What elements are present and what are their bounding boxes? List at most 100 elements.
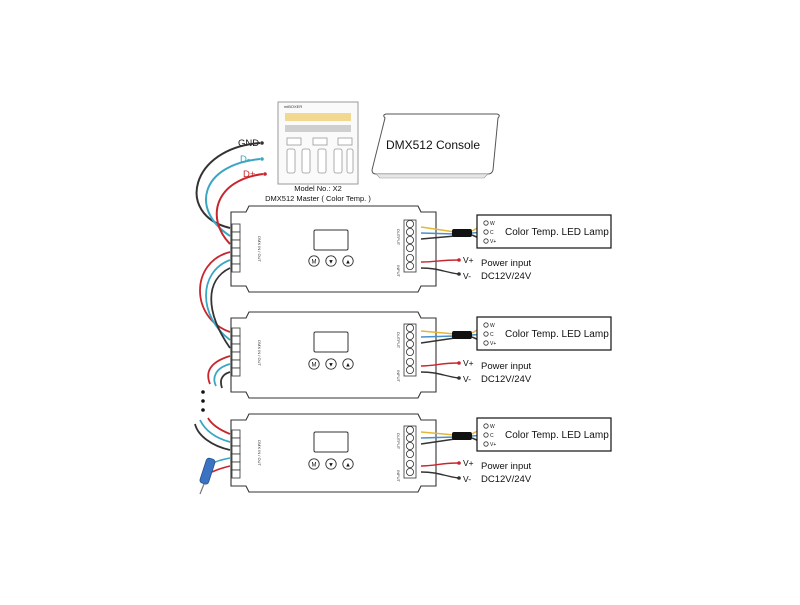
output-connector (452, 432, 472, 440)
vminus-label: V- (463, 374, 471, 384)
panel-color-strip (285, 113, 351, 121)
chain-wires-1-2 (199, 251, 231, 349)
left-terminals (231, 429, 241, 479)
controller-body (230, 413, 437, 493)
output-wires (420, 226, 456, 240)
svg-text:W: W (490, 221, 495, 227)
output-wires (420, 330, 456, 344)
svg-text:W: W (490, 424, 495, 430)
left-terminals (231, 327, 241, 377)
vplus-label: V+ (463, 255, 474, 265)
voltage-label: DC12V/24V (481, 374, 532, 385)
lcd-display (313, 431, 349, 453)
controller-body (230, 311, 437, 399)
power-input-3: V+ V- Power input DC12V/24V (457, 458, 532, 485)
led-lamp-2: W C V+ Color Temp. LED Lamp (476, 316, 612, 351)
svg-text:▲: ▲ (345, 260, 351, 266)
vplus-label: V+ (463, 458, 474, 468)
power-input-1: V+ V- Power input DC12V/24V (457, 255, 532, 282)
svg-text:M: M (312, 260, 317, 266)
svg-text:C: C (490, 433, 494, 439)
d-minus-terminal-dot (260, 157, 264, 161)
mode-button (308, 358, 320, 370)
resistor-body (199, 457, 216, 485)
svg-text:▲: ▲ (345, 463, 351, 469)
input-label: INPUT (396, 470, 401, 483)
dmx-input-wires (195, 142, 264, 245)
output-connector (452, 229, 472, 237)
panel-description: DMX512 Master ( Color Temp. ) (265, 194, 371, 203)
output-connector (452, 331, 472, 339)
dmx-console: DMX512 Console (371, 113, 500, 179)
d-plus-terminal-dot (263, 172, 267, 176)
led-lamp-1: W C V+ Color Temp. LED Lamp (476, 214, 612, 249)
svg-text:V+: V+ (490, 239, 496, 245)
vplus-wire (420, 462, 459, 467)
output-wires (420, 431, 456, 445)
power-label: Power input (481, 258, 532, 269)
svg-text:M: M (312, 463, 317, 469)
vplus-label: V+ (463, 358, 474, 368)
chain-wires-2-stub (207, 355, 231, 389)
lamp-box (476, 214, 612, 249)
input-label: INPUT (396, 265, 401, 278)
vminus-wire (420, 371, 459, 379)
power-input-2: V+ V- Power input DC12V/24V (457, 358, 532, 385)
controller-unit-1: DMX IN / OUT M ▼ ▲ OUTPUT INPUT (230, 205, 487, 293)
panel-brand: miBOXER (284, 104, 302, 109)
console-base (375, 173, 489, 179)
svg-text:V+: V+ (490, 442, 496, 448)
panel-buttons (286, 137, 354, 174)
lamp-label: Color Temp. LED Lamp (505, 227, 609, 238)
output-label: OUTPUT (396, 332, 401, 349)
lamp-label: Color Temp. LED Lamp (505, 329, 609, 340)
d-plus-label: D+ (243, 169, 256, 180)
controller-unit-2: DMX IN / OUT M ▼ ▲ OUTPUT INPUT (230, 311, 487, 399)
vminus-label: V- (463, 271, 471, 281)
svg-text:▼: ▼ (328, 463, 334, 469)
right-terminals (403, 219, 417, 273)
svg-text:W: W (490, 323, 495, 329)
lamp-label: Color Temp. LED Lamp (505, 430, 609, 441)
vplus-wire (420, 259, 459, 263)
lamp-box (476, 316, 612, 351)
console-label: DMX512 Console (386, 138, 480, 152)
console-body (371, 113, 500, 175)
led-lamp-3: W C V+ Color Temp. LED Lamp (476, 417, 612, 452)
output-label: OUTPUT (396, 229, 401, 246)
power-label: Power input (481, 461, 532, 472)
mode-button (308, 458, 320, 470)
svg-text:V+: V+ (490, 341, 496, 347)
svg-text:C: C (490, 230, 494, 236)
vminus-wire (420, 267, 459, 275)
lcd-display (313, 229, 349, 251)
controller-unit-3: DMX IN / OUT M ▼ ▲ OUTPUT INPUT (230, 413, 487, 493)
right-terminals (403, 323, 417, 377)
down-button (325, 255, 337, 267)
svg-text:▲: ▲ (345, 363, 351, 369)
up-button (342, 458, 354, 470)
down-button (325, 358, 337, 370)
svg-text:C: C (490, 332, 494, 338)
up-button (342, 358, 354, 370)
chain-wires-3-in (194, 417, 231, 451)
vminus-wire (420, 471, 459, 479)
svg-text:▼: ▼ (328, 363, 334, 369)
down-button (325, 458, 337, 470)
vplus-wire (420, 362, 459, 367)
dmx-port-label: DMX IN / OUT (257, 236, 262, 262)
d-minus-label: D- (240, 154, 250, 165)
lcd-display (313, 331, 349, 353)
voltage-label: DC12V/24V (481, 271, 532, 282)
wall-panel: miBOXER Model No.: X2 DMX512 Master ( Co… (265, 101, 371, 203)
panel-model: Model No.: X2 (294, 184, 342, 193)
vminus-label: V- (463, 474, 471, 484)
dmx-port-label: DMX IN / OUT (257, 440, 262, 466)
voltage-label: DC12V/24V (481, 474, 532, 485)
mode-button (308, 255, 320, 267)
input-label: INPUT (396, 370, 401, 383)
gnd-terminal-dot (260, 141, 264, 145)
left-terminals (231, 223, 241, 273)
